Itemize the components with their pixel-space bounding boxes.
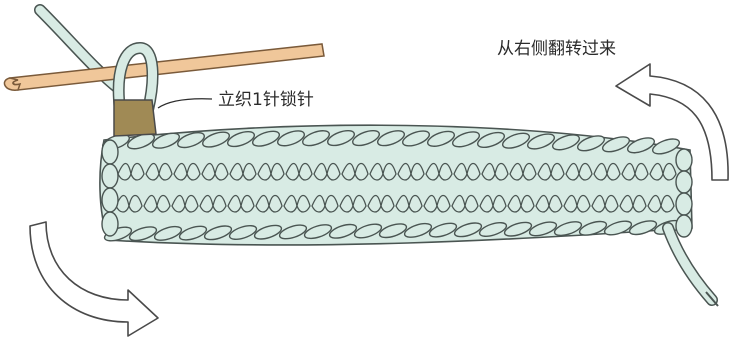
turn-instruction-label: 从右侧翻转过来 xyxy=(497,41,616,58)
left-edge-stitch xyxy=(102,212,118,236)
left-edge-stitch xyxy=(102,140,118,164)
right-edge-stitch xyxy=(676,215,692,237)
left-edge-stitch xyxy=(102,164,118,188)
hook-loops xyxy=(114,48,156,136)
tail-yarn-fill xyxy=(668,228,712,300)
right-edge-stitch xyxy=(676,193,692,215)
crochet-fabric xyxy=(100,125,692,245)
label-pointer xyxy=(158,99,212,108)
chain-stitch-loop xyxy=(114,100,156,136)
right-edge-stitch xyxy=(676,149,692,171)
crochet-hook-icon xyxy=(4,44,324,90)
left-edge-stitch xyxy=(102,188,118,212)
right-edge-stitch xyxy=(676,171,692,193)
chain-stitch-label: 立织1针锁针 xyxy=(218,92,314,109)
